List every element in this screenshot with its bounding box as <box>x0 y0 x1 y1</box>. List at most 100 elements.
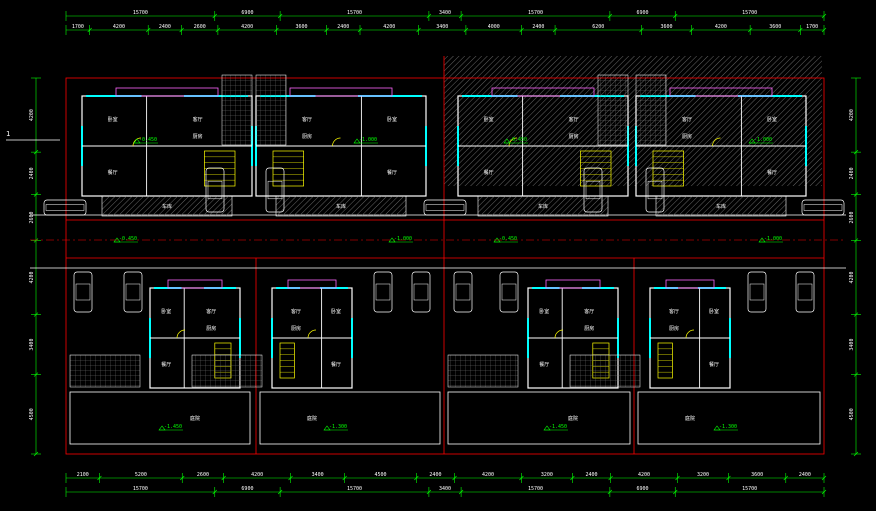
dim-label: 2400 <box>429 472 441 478</box>
level-label: -1.300 <box>329 424 347 430</box>
dim-label: 4200 <box>29 271 35 283</box>
room-label: 庭院 <box>568 415 578 422</box>
dim-label: 6900 <box>637 10 649 16</box>
door-swing <box>508 137 518 147</box>
dim-label: 4500 <box>29 408 35 420</box>
front-courtyard <box>259 391 441 445</box>
dim-slash <box>673 489 678 495</box>
room-label: 餐厅 <box>709 361 719 368</box>
tiled-terrace <box>635 74 667 146</box>
room-label: 客厅 <box>584 308 594 315</box>
room-label: 车库 <box>716 203 726 210</box>
dim-label: 2400 <box>799 472 811 478</box>
stair <box>204 150 236 187</box>
red-boundary-lines <box>65 56 825 455</box>
door-swing <box>554 329 564 339</box>
car <box>423 199 467 216</box>
dim-slash <box>458 13 464 19</box>
car-roof <box>413 283 429 301</box>
car <box>43 199 87 216</box>
room-label: 厨房 <box>682 133 692 140</box>
car-body <box>205 167 225 213</box>
dim-slash <box>853 238 859 243</box>
dim-label: 6900 <box>241 10 253 16</box>
tiled-terrace <box>447 354 519 388</box>
dim-label: 4200 <box>849 109 855 121</box>
door-swing <box>712 137 721 147</box>
room-label: 客厅 <box>291 308 301 315</box>
dim-slash <box>853 312 859 317</box>
dim-label: 2100 <box>77 472 89 478</box>
room-label: 厨房 <box>669 325 679 332</box>
dim-slash <box>426 489 432 495</box>
car-roof <box>75 283 91 301</box>
door-swing <box>132 137 142 147</box>
dim-label: 4200 <box>715 24 727 30</box>
dim-slash <box>607 13 613 19</box>
dim-slash <box>215 27 221 33</box>
dim-label: 3400 <box>849 339 855 351</box>
room-label: 厨房 <box>193 133 203 140</box>
car <box>411 271 431 313</box>
room-label: 餐厅 <box>331 361 341 368</box>
car-roof <box>425 204 465 211</box>
dim-slash <box>180 475 185 481</box>
room-label: 客厅 <box>669 308 679 315</box>
dim-slash <box>458 489 464 495</box>
garage-bay <box>275 195 407 217</box>
dim-label: 3200 <box>541 472 553 478</box>
stair <box>652 150 684 187</box>
dim-label: 6900 <box>241 486 253 492</box>
dim-slash <box>519 475 524 481</box>
tiled-terrace <box>569 354 641 388</box>
dim-label: 4000 <box>488 24 500 30</box>
car-roof <box>455 283 471 301</box>
room-label: 卧室 <box>484 116 494 123</box>
dim-slash <box>97 475 102 481</box>
car <box>123 271 143 313</box>
dim-label: 2400 <box>585 472 597 478</box>
dim-slash <box>145 27 151 33</box>
car-roof <box>375 283 391 301</box>
dim-slash <box>288 475 293 481</box>
car-body <box>747 271 767 313</box>
car-roof <box>585 180 601 200</box>
room-label: 庭院 <box>307 415 317 422</box>
room-label: 车库 <box>538 203 548 210</box>
dim-label: 4500 <box>374 472 386 478</box>
room-label: 车库 <box>336 203 346 210</box>
dim-label: 3600 <box>295 24 307 30</box>
dim-label: 2400 <box>849 167 855 179</box>
dim-label: 2400 <box>159 24 171 30</box>
dim-label: 3400 <box>312 472 324 478</box>
dim-slash <box>608 475 613 481</box>
balcony <box>287 279 337 289</box>
level-label: -0.450 <box>119 236 137 242</box>
car-roof <box>797 283 813 301</box>
dim-label: 4200 <box>383 24 395 30</box>
dim-slash <box>853 372 859 377</box>
dim-label: 4200 <box>849 271 855 283</box>
dim-slash <box>452 475 457 481</box>
room-label: 餐厅 <box>539 361 549 368</box>
dim-label: 2600 <box>197 472 209 478</box>
dim-slash <box>274 27 279 33</box>
stair <box>272 150 304 187</box>
section-marker: 1 <box>6 130 60 141</box>
dim-label: 4200 <box>638 472 650 478</box>
car <box>499 271 519 313</box>
car <box>801 199 845 216</box>
car <box>747 271 767 313</box>
dim-label: 15700 <box>742 486 757 492</box>
balcony <box>665 279 715 289</box>
dim-slash <box>416 27 421 33</box>
dim-slash <box>853 149 859 155</box>
car-body <box>265 167 285 213</box>
dim-slash <box>463 27 469 33</box>
dim-slash <box>783 475 788 481</box>
tiled-terrace <box>191 354 263 388</box>
dim-label: 3400 <box>436 24 448 30</box>
